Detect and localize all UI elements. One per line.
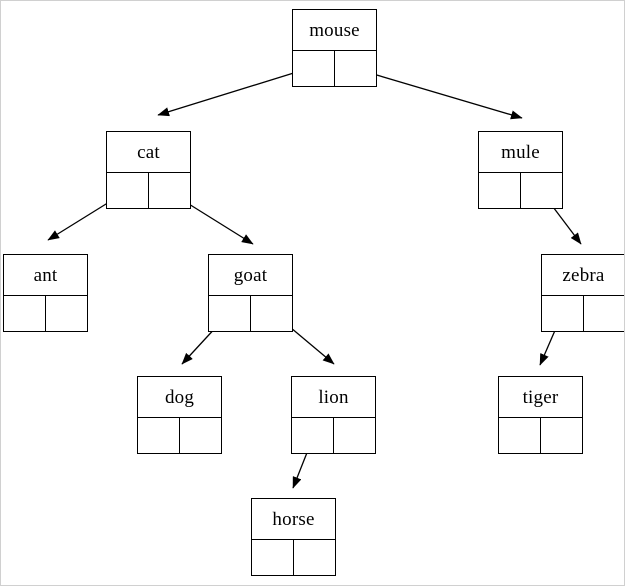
node-pointers-cat [107,173,190,208]
left-pointer-cell-ant[interactable] [4,296,46,331]
tree-node-mule[interactable]: mule [478,131,563,209]
left-pointer-cell-cat[interactable] [107,173,149,208]
right-pointer-cell-zebra[interactable] [584,296,625,331]
node-label-horse: horse [252,499,335,540]
node-pointers-mule [479,173,562,208]
node-pointers-tiger [499,418,582,453]
tree-node-zebra[interactable]: zebra [541,254,625,332]
right-pointer-cell-dog[interactable] [180,418,222,453]
tree-node-horse[interactable]: horse [251,498,336,576]
tree-node-ant[interactable]: ant [3,254,88,332]
right-pointer-cell-tiger[interactable] [541,418,583,453]
node-label-mouse: mouse [293,10,376,51]
node-pointers-mouse [293,51,376,86]
right-pointer-cell-lion[interactable] [334,418,376,453]
left-pointer-cell-dog[interactable] [138,418,180,453]
node-label-cat: cat [107,132,190,173]
right-pointer-cell-horse[interactable] [294,540,336,575]
node-label-mule: mule [479,132,562,173]
right-pointer-cell-goat[interactable] [251,296,293,331]
left-pointer-cell-goat[interactable] [209,296,251,331]
tree-node-goat[interactable]: goat [208,254,293,332]
tree-node-dog[interactable]: dog [137,376,222,454]
node-label-dog: dog [138,377,221,418]
right-pointer-cell-cat[interactable] [149,173,191,208]
left-pointer-cell-mouse[interactable] [293,51,335,86]
left-pointer-cell-zebra[interactable] [542,296,584,331]
left-pointer-cell-lion[interactable] [292,418,334,453]
node-pointers-dog [138,418,221,453]
right-pointer-cell-mule[interactable] [521,173,563,208]
node-label-zebra: zebra [542,255,624,296]
node-pointers-lion [292,418,375,453]
tree-node-mouse[interactable]: mouse [292,9,377,87]
node-pointers-horse [252,540,335,575]
edge-mouse-to-cat [157,66,314,117]
edge-mouse-to-mule [352,67,523,120]
node-label-lion: lion [292,377,375,418]
left-pointer-cell-tiger[interactable] [499,418,541,453]
left-pointer-cell-horse[interactable] [252,540,294,575]
right-pointer-cell-mouse[interactable] [335,51,377,86]
node-label-goat: goat [209,255,292,296]
tree-node-cat[interactable]: cat [106,131,191,209]
right-pointer-cell-ant[interactable] [46,296,88,331]
tree-node-tiger[interactable]: tiger [498,376,583,454]
node-label-ant: ant [4,255,87,296]
tree-node-lion[interactable]: lion [291,376,376,454]
left-pointer-cell-mule[interactable] [479,173,521,208]
node-pointers-goat [209,296,292,331]
node-label-tiger: tiger [499,377,582,418]
node-pointers-ant [4,296,87,331]
node-pointers-zebra [542,296,625,331]
